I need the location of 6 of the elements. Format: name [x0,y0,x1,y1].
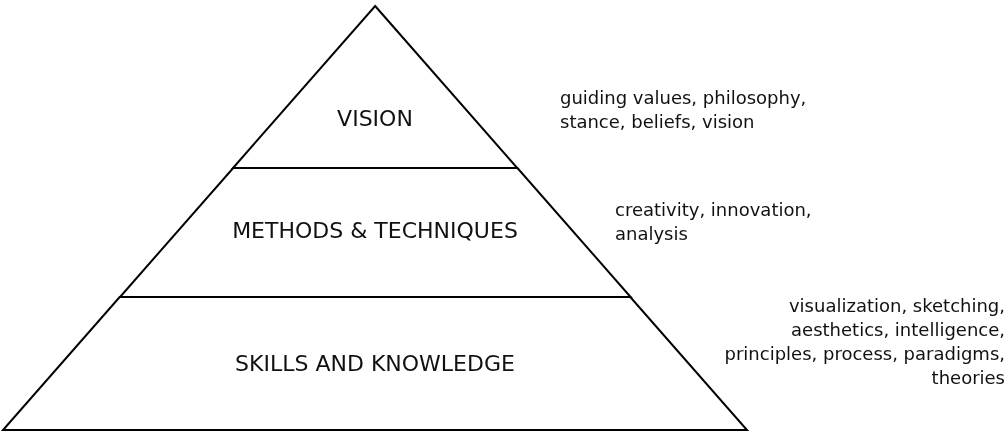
section-label: METHODS & TECHNIQUES [232,218,518,243]
side-note: visualization, sketching, aesthetics, intelligence, principles, process, paradigms, theories [723,294,1005,390]
side-note: guiding values, philosophy, stance, beliefs, vision [560,86,808,134]
section-label: SKILLS AND KNOWLEDGE [235,351,515,376]
section-label: VISION [337,106,413,131]
side-note: creativity, innovation, analysis [615,198,813,246]
